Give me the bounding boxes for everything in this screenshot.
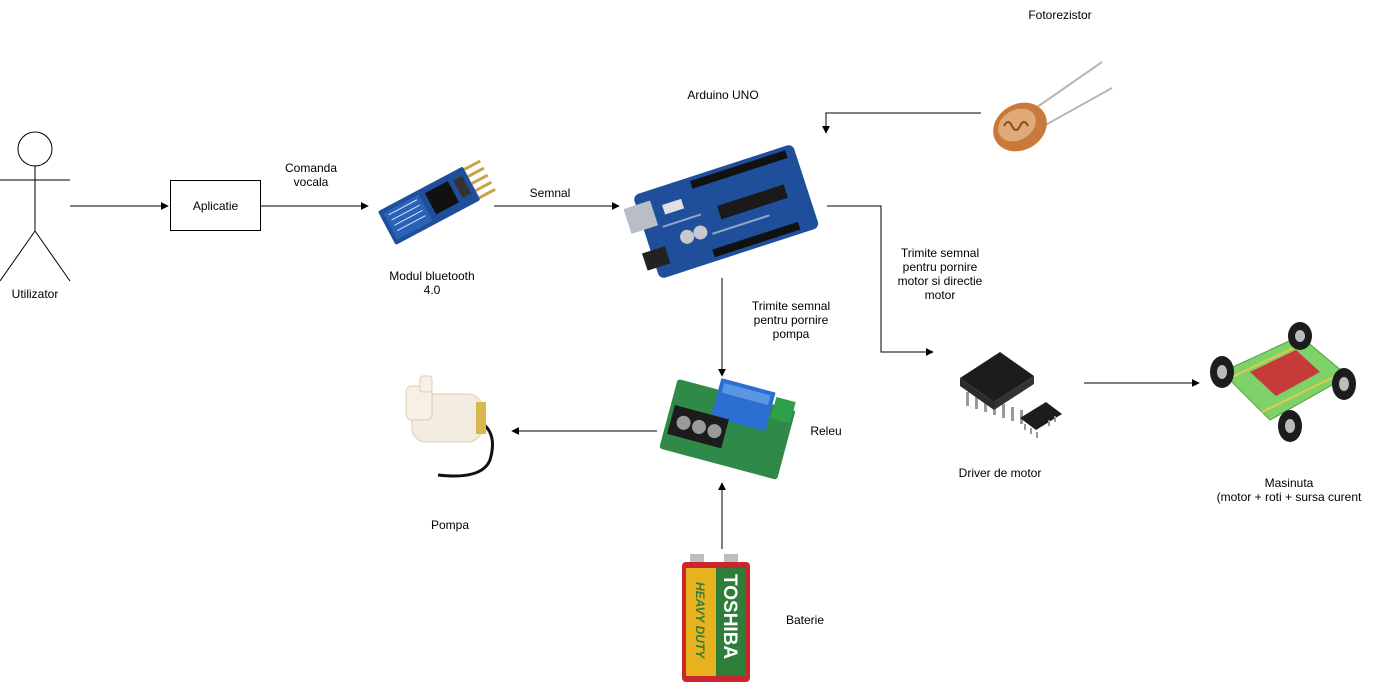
motor-driver-chip-icon [960, 352, 1062, 438]
voice-command-label: Comanda vocala [284, 161, 338, 189]
app-box: Aplicatie [170, 180, 261, 231]
pump-signal-label: Trimite semnal pentru pornire pompa [751, 299, 831, 341]
user-stick-figure-icon [0, 131, 71, 282]
arrow-arduino-to-driver [827, 205, 934, 356]
motor-signal-label: Trimite semnal pentru pornire motor si d… [897, 246, 983, 302]
relay-module-icon [659, 378, 796, 480]
photoresistor-icon [993, 61, 1113, 152]
arduino-label: Arduino UNO [687, 88, 759, 102]
battery-9v-icon: TOSHIBA HEAVY DUTY [682, 554, 750, 682]
motor-driver-label: Driver de motor [958, 466, 1042, 480]
bluetooth-module-label: Modul bluetooth 4.0 [389, 269, 475, 297]
app-label: Aplicatie [192, 198, 239, 213]
car-label: Masinuta (motor + roti + sursa curent [1216, 476, 1362, 504]
battery-type-text: HEAVY DUTY [693, 582, 707, 659]
signal-label: Semnal [529, 186, 571, 200]
robot-car-icon [1210, 322, 1356, 442]
relay-label: Releu [810, 424, 842, 438]
arduino-uno-icon [623, 145, 819, 278]
arrow-photoresistor-to-arduino [822, 112, 981, 134]
battery-label: Baterie [785, 613, 825, 627]
user-label: Utilizator [11, 287, 59, 301]
pump-label: Pompa [430, 518, 470, 532]
water-pump-icon [405, 375, 494, 478]
photoresistor-label: Fotorezistor [1028, 8, 1092, 22]
bluetooth-module-icon [378, 159, 496, 245]
battery-brand-text: TOSHIBA [719, 574, 740, 659]
